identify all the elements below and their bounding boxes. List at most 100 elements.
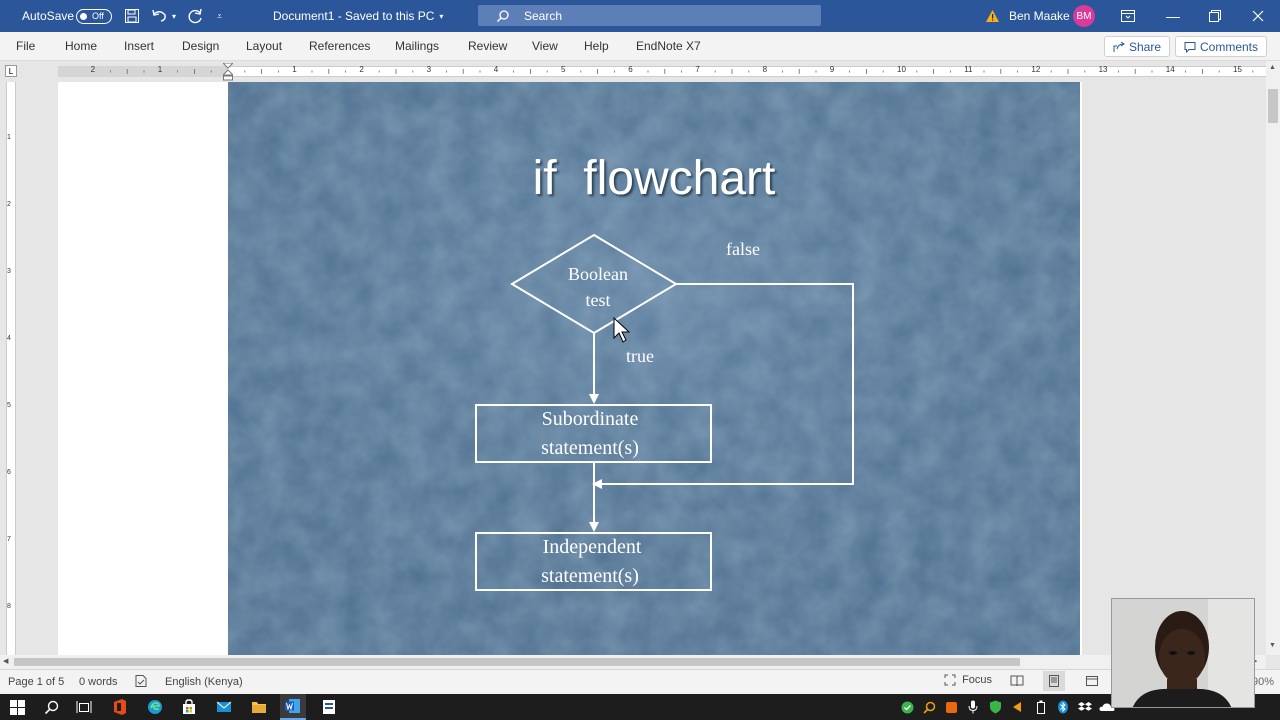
decision-label-line1: Boolean <box>568 264 628 284</box>
scroll-down-icon[interactable]: ▼ <box>1269 642 1276 649</box>
tab-mailings[interactable]: Mailings <box>395 39 440 53</box>
horizontal-scrollbar[interactable]: ◀ ▶ <box>0 655 1266 669</box>
ruler-left-margin <box>58 66 228 77</box>
tab-help[interactable]: Help <box>584 39 609 53</box>
document-title-text: Document1 - Saved to this PC <box>273 9 435 23</box>
tab-layout[interactable]: Layout <box>246 39 283 53</box>
tab-view[interactable]: View <box>532 39 558 53</box>
independent-label-line1: Independent <box>543 536 642 558</box>
true-branch-arrow <box>589 394 599 404</box>
web-layout-icon[interactable] <box>1085 674 1099 691</box>
tab-selector[interactable]: L <box>5 65 17 77</box>
pasted-slide-image[interactable]: if flowchart Boolean test false true Sub… <box>228 82 1080 655</box>
windows-start-icon[interactable] <box>8 698 26 716</box>
vertical-ruler-number: 2 <box>7 201 11 208</box>
tray-check-icon[interactable] <box>898 698 916 716</box>
warning-icon[interactable] <box>985 0 1000 32</box>
page-indicator[interactable]: Page 1 of 5 <box>8 676 65 688</box>
tray-orange-icon[interactable] <box>942 698 960 716</box>
document-canvas[interactable]: if flowchart Boolean test false true Sub… <box>20 82 1266 655</box>
scroll-up-icon[interactable]: ▲ <box>1269 64 1276 71</box>
webcam-overlay <box>1111 598 1255 708</box>
microphone-icon[interactable] <box>964 698 982 716</box>
focus-icon <box>944 674 956 686</box>
share-label: Share <box>1129 39 1162 54</box>
redo-icon[interactable] <box>186 0 204 32</box>
ruler-number: 1 <box>292 65 297 74</box>
tab-review[interactable]: Review <box>468 39 508 53</box>
comments-button[interactable]: Comments <box>1175 36 1268 57</box>
mail-icon[interactable] <box>215 698 233 716</box>
zoom-level[interactable]: 90% <box>1252 676 1275 688</box>
task-view-icon[interactable] <box>75 698 93 716</box>
dropbox-icon[interactable] <box>1076 698 1094 716</box>
word-app-icon[interactable] <box>280 694 306 720</box>
vertical-ruler-number: 6 <box>7 469 11 476</box>
taskbar-search-icon[interactable] <box>42 698 60 716</box>
share-icon <box>1113 41 1125 52</box>
indent-marker-icon[interactable] <box>223 63 233 81</box>
user-avatar-button[interactable]: BM <box>1073 0 1095 32</box>
document-page[interactable]: if flowchart Boolean test false true Sub… <box>58 82 1082 655</box>
edge-browser-icon[interactable] <box>146 698 164 716</box>
focus-button[interactable]: Focus <box>944 674 992 686</box>
tab-home[interactable]: Home <box>65 39 98 53</box>
recording-app-icon[interactable] <box>320 698 338 716</box>
title-bar: AutoSave Off ▾ ⩡ Document1 - Saved to th… <box>0 0 1280 32</box>
decision-label-line2: test <box>586 290 611 310</box>
horizontal-scroll-thumb[interactable] <box>14 658 1020 666</box>
false-label: false <box>726 239 760 259</box>
false-branch-line <box>594 283 854 485</box>
bluetooth-icon[interactable] <box>1054 698 1072 716</box>
file-explorer-icon[interactable] <box>250 698 268 716</box>
office-app-icon[interactable] <box>111 698 129 716</box>
tray-shield-icon[interactable] <box>986 698 1004 716</box>
tray-arrow-icon[interactable] <box>1008 698 1026 716</box>
ruler-number: 12 <box>1031 65 1041 74</box>
battery-icon[interactable] <box>1032 698 1050 716</box>
close-icon[interactable] <box>1252 0 1264 32</box>
ruler-number: 5 <box>561 65 566 74</box>
language-indicator[interactable]: English (Kenya) <box>165 676 243 688</box>
ruler-ticks <box>110 69 1254 74</box>
tab-references[interactable]: References <box>309 39 371 53</box>
document-title[interactable]: Document1 - Saved to this PC ▾ <box>273 0 443 32</box>
restore-icon[interactable] <box>1209 0 1221 32</box>
share-button[interactable]: Share <box>1104 36 1171 57</box>
read-mode-icon[interactable] <box>1010 674 1024 691</box>
customize-qat-icon[interactable]: ⩡ <box>217 10 223 21</box>
comments-label: Comments <box>1200 39 1259 54</box>
tray-search-icon[interactable] <box>920 698 938 716</box>
avatar: BM <box>1073 5 1095 27</box>
status-bar: Page 1 of 5 0 words English (Kenya) Focu… <box>0 669 1280 694</box>
ruler-number: 1 <box>157 65 163 74</box>
onedrive-icon[interactable] <box>1098 698 1116 716</box>
tab-insert[interactable]: Insert <box>124 39 155 53</box>
scroll-left-icon[interactable]: ◀ <box>3 658 9 665</box>
ruler-number: 8 <box>762 65 768 74</box>
undo-dropdown-icon[interactable]: ▾ <box>172 11 177 21</box>
tab-file[interactable]: File <box>16 39 36 53</box>
autosave-state: Off <box>92 10 104 21</box>
print-layout-icon[interactable] <box>1043 671 1065 691</box>
proofing-icon[interactable] <box>134 674 148 691</box>
vertical-ruler-number: 8 <box>7 603 11 610</box>
store-icon[interactable] <box>180 698 198 716</box>
autosave-toggle[interactable]: Off <box>70 0 112 32</box>
word-count[interactable]: 0 words <box>79 676 118 688</box>
search-box[interactable]: Search <box>478 5 821 26</box>
undo-icon[interactable] <box>151 0 169 32</box>
comment-icon <box>1184 41 1196 53</box>
minimize-icon[interactable]: — <box>1166 8 1180 24</box>
ruler-number: 4 <box>493 65 499 74</box>
vertical-scroll-thumb[interactable] <box>1268 89 1278 123</box>
tab-design[interactable]: Design <box>182 39 220 53</box>
save-icon[interactable] <box>124 0 140 32</box>
ribbon-display-options-icon[interactable] <box>1121 0 1135 32</box>
vertical-scrollbar[interactable]: ▲ ▼ <box>1266 61 1280 655</box>
tab-endnote[interactable]: EndNote X7 <box>636 39 701 53</box>
user-name[interactable]: Ben Maake <box>1009 9 1070 23</box>
presenter-video-image <box>1112 599 1254 707</box>
